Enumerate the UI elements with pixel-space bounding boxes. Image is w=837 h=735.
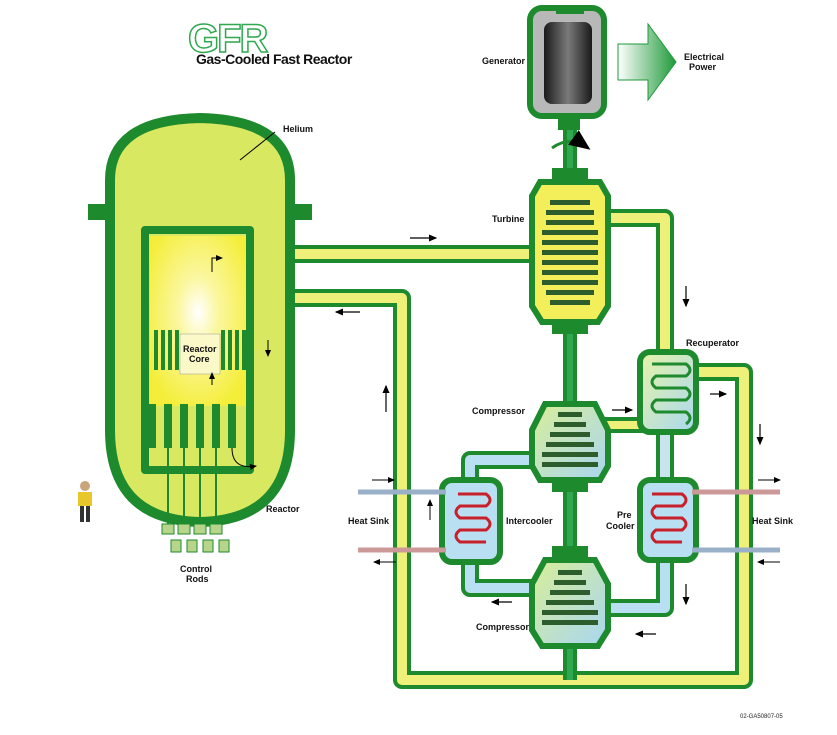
core-glow (150, 236, 246, 406)
compressor-upper (529, 401, 611, 492)
turbine-label: Turbine (492, 214, 524, 224)
helium-piping (241, 209, 753, 689)
electrical-power-label-1: Electrical (684, 52, 724, 62)
heat-sink-left (358, 477, 446, 565)
person-figure (78, 481, 92, 522)
generator (527, 5, 607, 150)
helium-label: Helium (283, 124, 313, 134)
control-rod-actuators (161, 523, 230, 553)
heat-sink-right (692, 477, 781, 565)
compressor-bottom-label: Compressor (476, 622, 530, 632)
generator-label: Generator (482, 56, 526, 66)
turbine-blades (542, 200, 598, 305)
title-acronym: GFR (188, 17, 269, 61)
fuel-pins (154, 330, 246, 370)
compressor-top-label: Compressor (472, 406, 526, 416)
compressor-lower-blades (542, 570, 598, 625)
figure-id: 02-GA50807-05 (740, 714, 783, 720)
control-rod-drives (167, 448, 217, 530)
heat-sink-left-label: Heat Sink (348, 516, 390, 526)
precooler-label-1: Pre (617, 510, 632, 520)
electrical-power-label-2: Power (689, 62, 717, 72)
heat-sink-right-label: Heat Sink (752, 516, 794, 526)
turbine (529, 168, 611, 334)
reactor-core-label-2: Core (189, 354, 210, 364)
reactor-vessel: Reactor Core (88, 112, 312, 553)
power-arrow (617, 22, 677, 102)
control-rods-label-2: Rods (186, 574, 209, 584)
reactor-core-label-1: Reactor (183, 344, 217, 354)
control-rod-guides (148, 404, 236, 448)
reactor-label: Reactor (266, 504, 300, 514)
title-subtitle: Gas-Cooled Fast Reactor (196, 51, 353, 67)
compressor-lower (529, 546, 611, 649)
intercooler (427, 477, 503, 565)
title-block: GFR Gas-Cooled Fast Reactor (187, 16, 353, 67)
precooler-label-2: Cooler (606, 521, 635, 531)
recuperator (637, 349, 699, 435)
flow-arrows (334, 234, 764, 638)
control-rods-label-1: Control (180, 564, 212, 574)
recuperator-label: Recuperator (686, 338, 740, 348)
intercooler-label: Intercooler (506, 516, 553, 526)
precooler (637, 477, 699, 563)
compressor-upper-blades (542, 412, 598, 467)
